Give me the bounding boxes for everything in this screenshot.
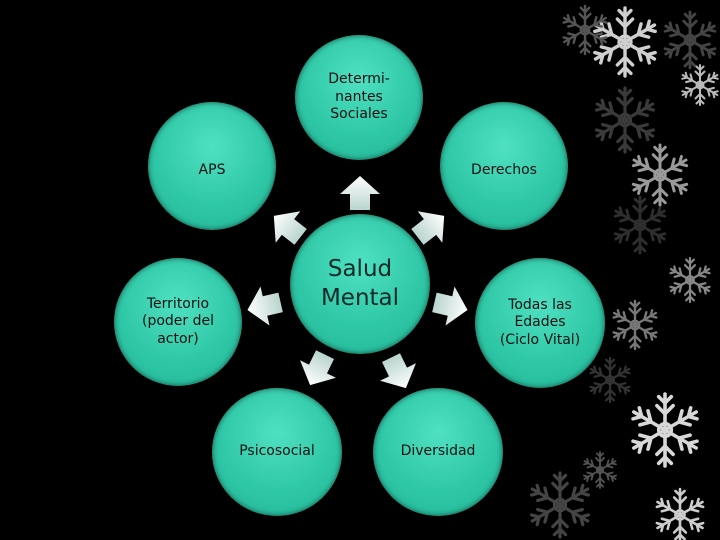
node-psicosocial: Psicosocial: [212, 388, 342, 516]
arrow-icon: [429, 282, 473, 330]
node-salud-mental: Salud Mental: [290, 214, 430, 354]
node-diversidad: Diversidad: [373, 388, 503, 516]
node-label: APS: [198, 162, 226, 178]
arrow-icon: [292, 345, 343, 394]
arrow-icon: [373, 348, 424, 397]
node-label: Diversidad: [400, 443, 476, 460]
node-label: Todas las Edades (Ciclo Vital): [499, 296, 581, 348]
node-label: Territorio (poder del actor): [141, 295, 214, 347]
node-label: Psicosocial: [239, 443, 315, 460]
node-derechos: Derechos: [440, 102, 568, 230]
node-determinantes-sociales: Determi- nantes Sociales: [295, 35, 423, 160]
arrow-icon: [340, 176, 380, 210]
node-label: Determi- nantes Sociales: [328, 71, 390, 123]
node-territorio: Territorio (poder del actor): [114, 258, 242, 386]
center-label: Salud Mental: [320, 256, 400, 311]
arrow-icon: [242, 282, 286, 330]
node-aps: APS: [148, 102, 276, 230]
node-label: Derechos: [471, 162, 537, 178]
node-todas-las-edades: Todas las Edades (Ciclo Vital): [475, 258, 605, 388]
